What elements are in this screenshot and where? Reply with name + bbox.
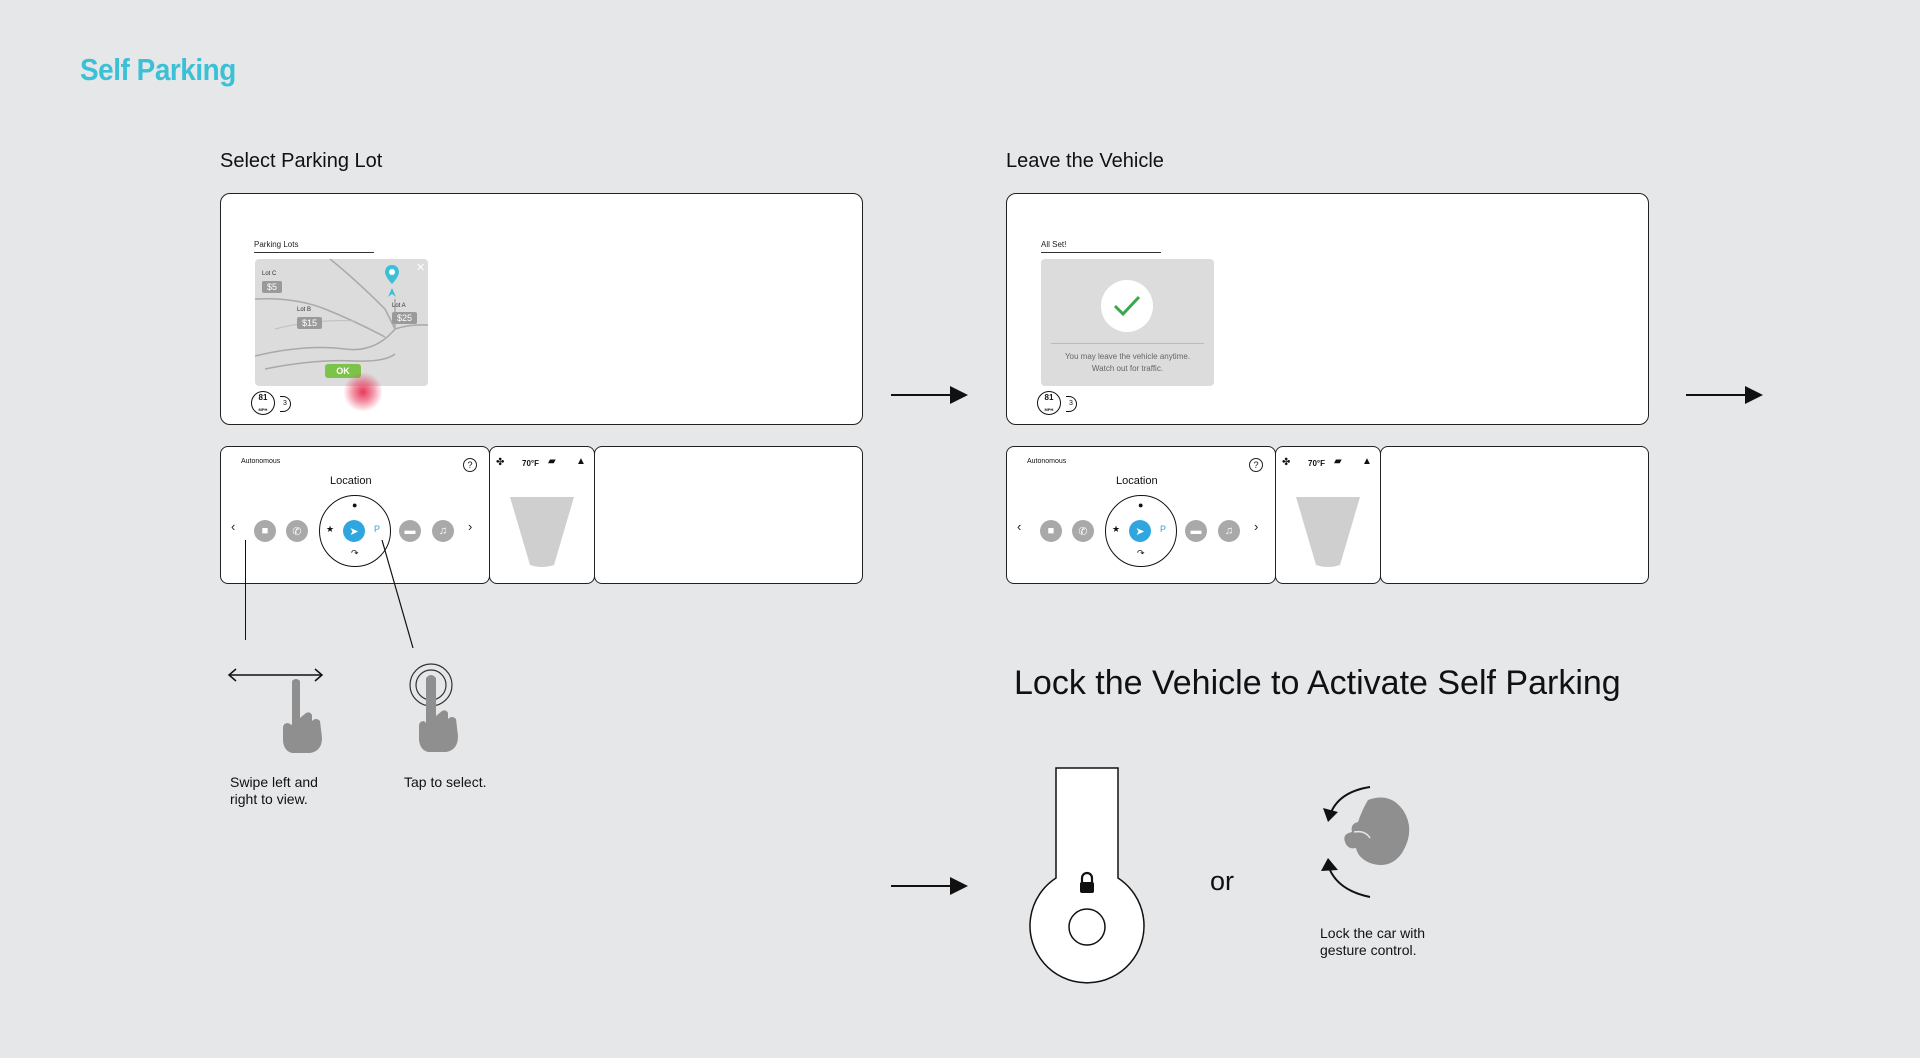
- help-icon[interactable]: ?: [463, 458, 477, 472]
- speedometer: 81 MPH: [1037, 391, 1061, 415]
- parking-map[interactable]: ✕ Lot C $5 Lot B $15 Lot A $25 OK: [255, 259, 428, 386]
- lot-price-tag[interactable]: $25: [392, 312, 418, 324]
- gear-indicator: 3: [280, 396, 291, 412]
- console-panel-empty: [594, 446, 863, 584]
- chevron-left-icon[interactable]: ‹: [1017, 519, 1022, 534]
- parking-icon[interactable]: P: [374, 524, 381, 534]
- lot-price-tag[interactable]: $15: [297, 317, 323, 329]
- parking-lots-label: Parking Lots: [254, 240, 299, 249]
- turn-icon[interactable]: ↷: [1137, 548, 1145, 558]
- phone-icon[interactable]: ✆: [1072, 520, 1094, 542]
- star-icon[interactable]: ★: [1112, 524, 1121, 534]
- label-underline: [254, 252, 374, 253]
- confirmation-message: You may leave the vehicle anytime. Watch…: [1041, 351, 1214, 375]
- music-icon[interactable]: ♫: [432, 520, 454, 542]
- or-label: or: [1210, 866, 1235, 896]
- console-panel-empty: [1380, 446, 1649, 584]
- navigate-icon[interactable]: ➤: [1129, 520, 1151, 542]
- swipe-caption: Swipe left and right to view.: [230, 774, 318, 808]
- speed-value: 81: [258, 393, 268, 402]
- rotate-gesture-icon: [1321, 786, 1410, 898]
- console-panel-climate: ✤ 70°F ▰ ▲: [1275, 446, 1381, 584]
- phone-icon[interactable]: ✆: [286, 520, 308, 542]
- lot-price-tag[interactable]: $5: [262, 281, 283, 293]
- warning-icon[interactable]: ▲: [1362, 456, 1372, 467]
- flow-arrow-right: [1686, 386, 1763, 404]
- all-set-label: All Set!: [1041, 240, 1067, 249]
- location-dial[interactable]: ● ★ ➤ P ↷: [319, 495, 391, 567]
- flow-arrow-right: [891, 386, 968, 404]
- lot-name: Lot B: [297, 307, 312, 313]
- speed-unit: MPH: [1044, 407, 1054, 412]
- flow-arrow-right: [891, 877, 968, 895]
- lock-heading: Lock the Vehicle to Activate Self Parkin…: [1014, 664, 1621, 702]
- card-divider: [1051, 343, 1204, 344]
- main-display-select-lot: Parking Lots ✕ Lot C $5 Lot B $15 Lot A …: [220, 193, 863, 425]
- video-icon[interactable]: ■: [1040, 520, 1062, 542]
- lot-name: Lot A: [392, 303, 406, 309]
- turn-icon[interactable]: ↷: [351, 548, 359, 558]
- tap-pointer-line: [381, 539, 414, 649]
- step-title-select-lot: Select Parking Lot: [220, 150, 383, 172]
- seat-shape: [510, 497, 574, 567]
- menu-title: Location: [330, 475, 372, 487]
- climate-temp: 70°F: [1308, 459, 1325, 468]
- menu-title: Location: [1116, 475, 1158, 487]
- message-icon[interactable]: ▬: [399, 520, 421, 542]
- speed-unit: MPH: [258, 407, 268, 412]
- lot-name: Lot C: [262, 271, 277, 277]
- speedometer: 81 MPH: [251, 391, 275, 415]
- gesture-lock-line1: Lock the car with: [1320, 925, 1426, 941]
- chevron-left-icon[interactable]: ‹: [231, 519, 236, 534]
- location-dial[interactable]: ● ★ ➤ P ↷: [1105, 495, 1177, 567]
- swipe-gesture-icon: [227, 668, 324, 753]
- touch-indicator: [343, 372, 383, 412]
- checkmark-icon: [1101, 280, 1153, 332]
- console-panel-main: Autonomous ? Location ‹ ■ ✆ ● ★ ➤ P ↷ ▬ …: [1006, 446, 1276, 584]
- confirmation-line2: Watch out for traffic.: [1091, 364, 1164, 373]
- swipe-pointer-line: [245, 540, 246, 640]
- video-icon[interactable]: ■: [254, 520, 276, 542]
- console-panel-climate: ✤ 70°F ▰ ▲: [489, 446, 595, 584]
- mode-label: Autonomous: [1027, 458, 1067, 465]
- warning-icon[interactable]: ▲: [576, 456, 586, 467]
- car-icon[interactable]: ▰: [548, 456, 556, 467]
- location-pin-icon: [385, 265, 399, 297]
- pin-icon[interactable]: ●: [352, 500, 358, 510]
- main-display-leave-vehicle: All Set! You may leave the vehicle anyti…: [1006, 193, 1649, 425]
- gesture-lock-line2: gesture control.: [1320, 942, 1417, 958]
- fan-icon[interactable]: ✤: [1282, 457, 1291, 468]
- navigate-icon[interactable]: ➤: [343, 520, 365, 542]
- gear-indicator: 3: [1066, 396, 1077, 412]
- swipe-caption-line2: right to view.: [230, 791, 308, 807]
- tap-caption: Tap to select.: [404, 774, 487, 790]
- chevron-right-icon[interactable]: ›: [1254, 519, 1259, 534]
- gesture-lock-caption: Lock the car with gesture control.: [1320, 925, 1425, 959]
- chevron-right-icon[interactable]: ›: [468, 519, 473, 534]
- key-fob-icon[interactable]: [1026, 766, 1150, 984]
- swipe-caption-line1: Swipe left and: [230, 774, 318, 790]
- confirmation-card: You may leave the vehicle anytime. Watch…: [1041, 259, 1214, 386]
- star-icon[interactable]: ★: [326, 524, 335, 534]
- label-underline: [1041, 252, 1161, 253]
- close-icon[interactable]: ✕: [416, 262, 426, 274]
- mode-label: Autonomous: [241, 458, 281, 465]
- page-title: Self Parking: [80, 52, 236, 87]
- console-panel-main: Autonomous ? Location ‹ ■ ✆ ● ★ ➤ P ↷ ▬ …: [220, 446, 490, 584]
- parking-icon[interactable]: P: [1160, 524, 1167, 534]
- music-icon[interactable]: ♫: [1218, 520, 1240, 542]
- car-icon[interactable]: ▰: [1334, 456, 1342, 467]
- step-title-leave-vehicle: Leave the Vehicle: [1006, 150, 1164, 172]
- climate-temp: 70°F: [522, 459, 539, 468]
- message-icon[interactable]: ▬: [1185, 520, 1207, 542]
- pin-icon[interactable]: ●: [1138, 500, 1144, 510]
- confirmation-line1: You may leave the vehicle anytime.: [1064, 352, 1191, 361]
- fan-icon[interactable]: ✤: [496, 457, 505, 468]
- speed-value: 81: [1044, 393, 1054, 402]
- help-icon[interactable]: ?: [1249, 458, 1263, 472]
- seat-shape: [1296, 497, 1360, 567]
- tap-gesture-icon: [409, 663, 458, 752]
